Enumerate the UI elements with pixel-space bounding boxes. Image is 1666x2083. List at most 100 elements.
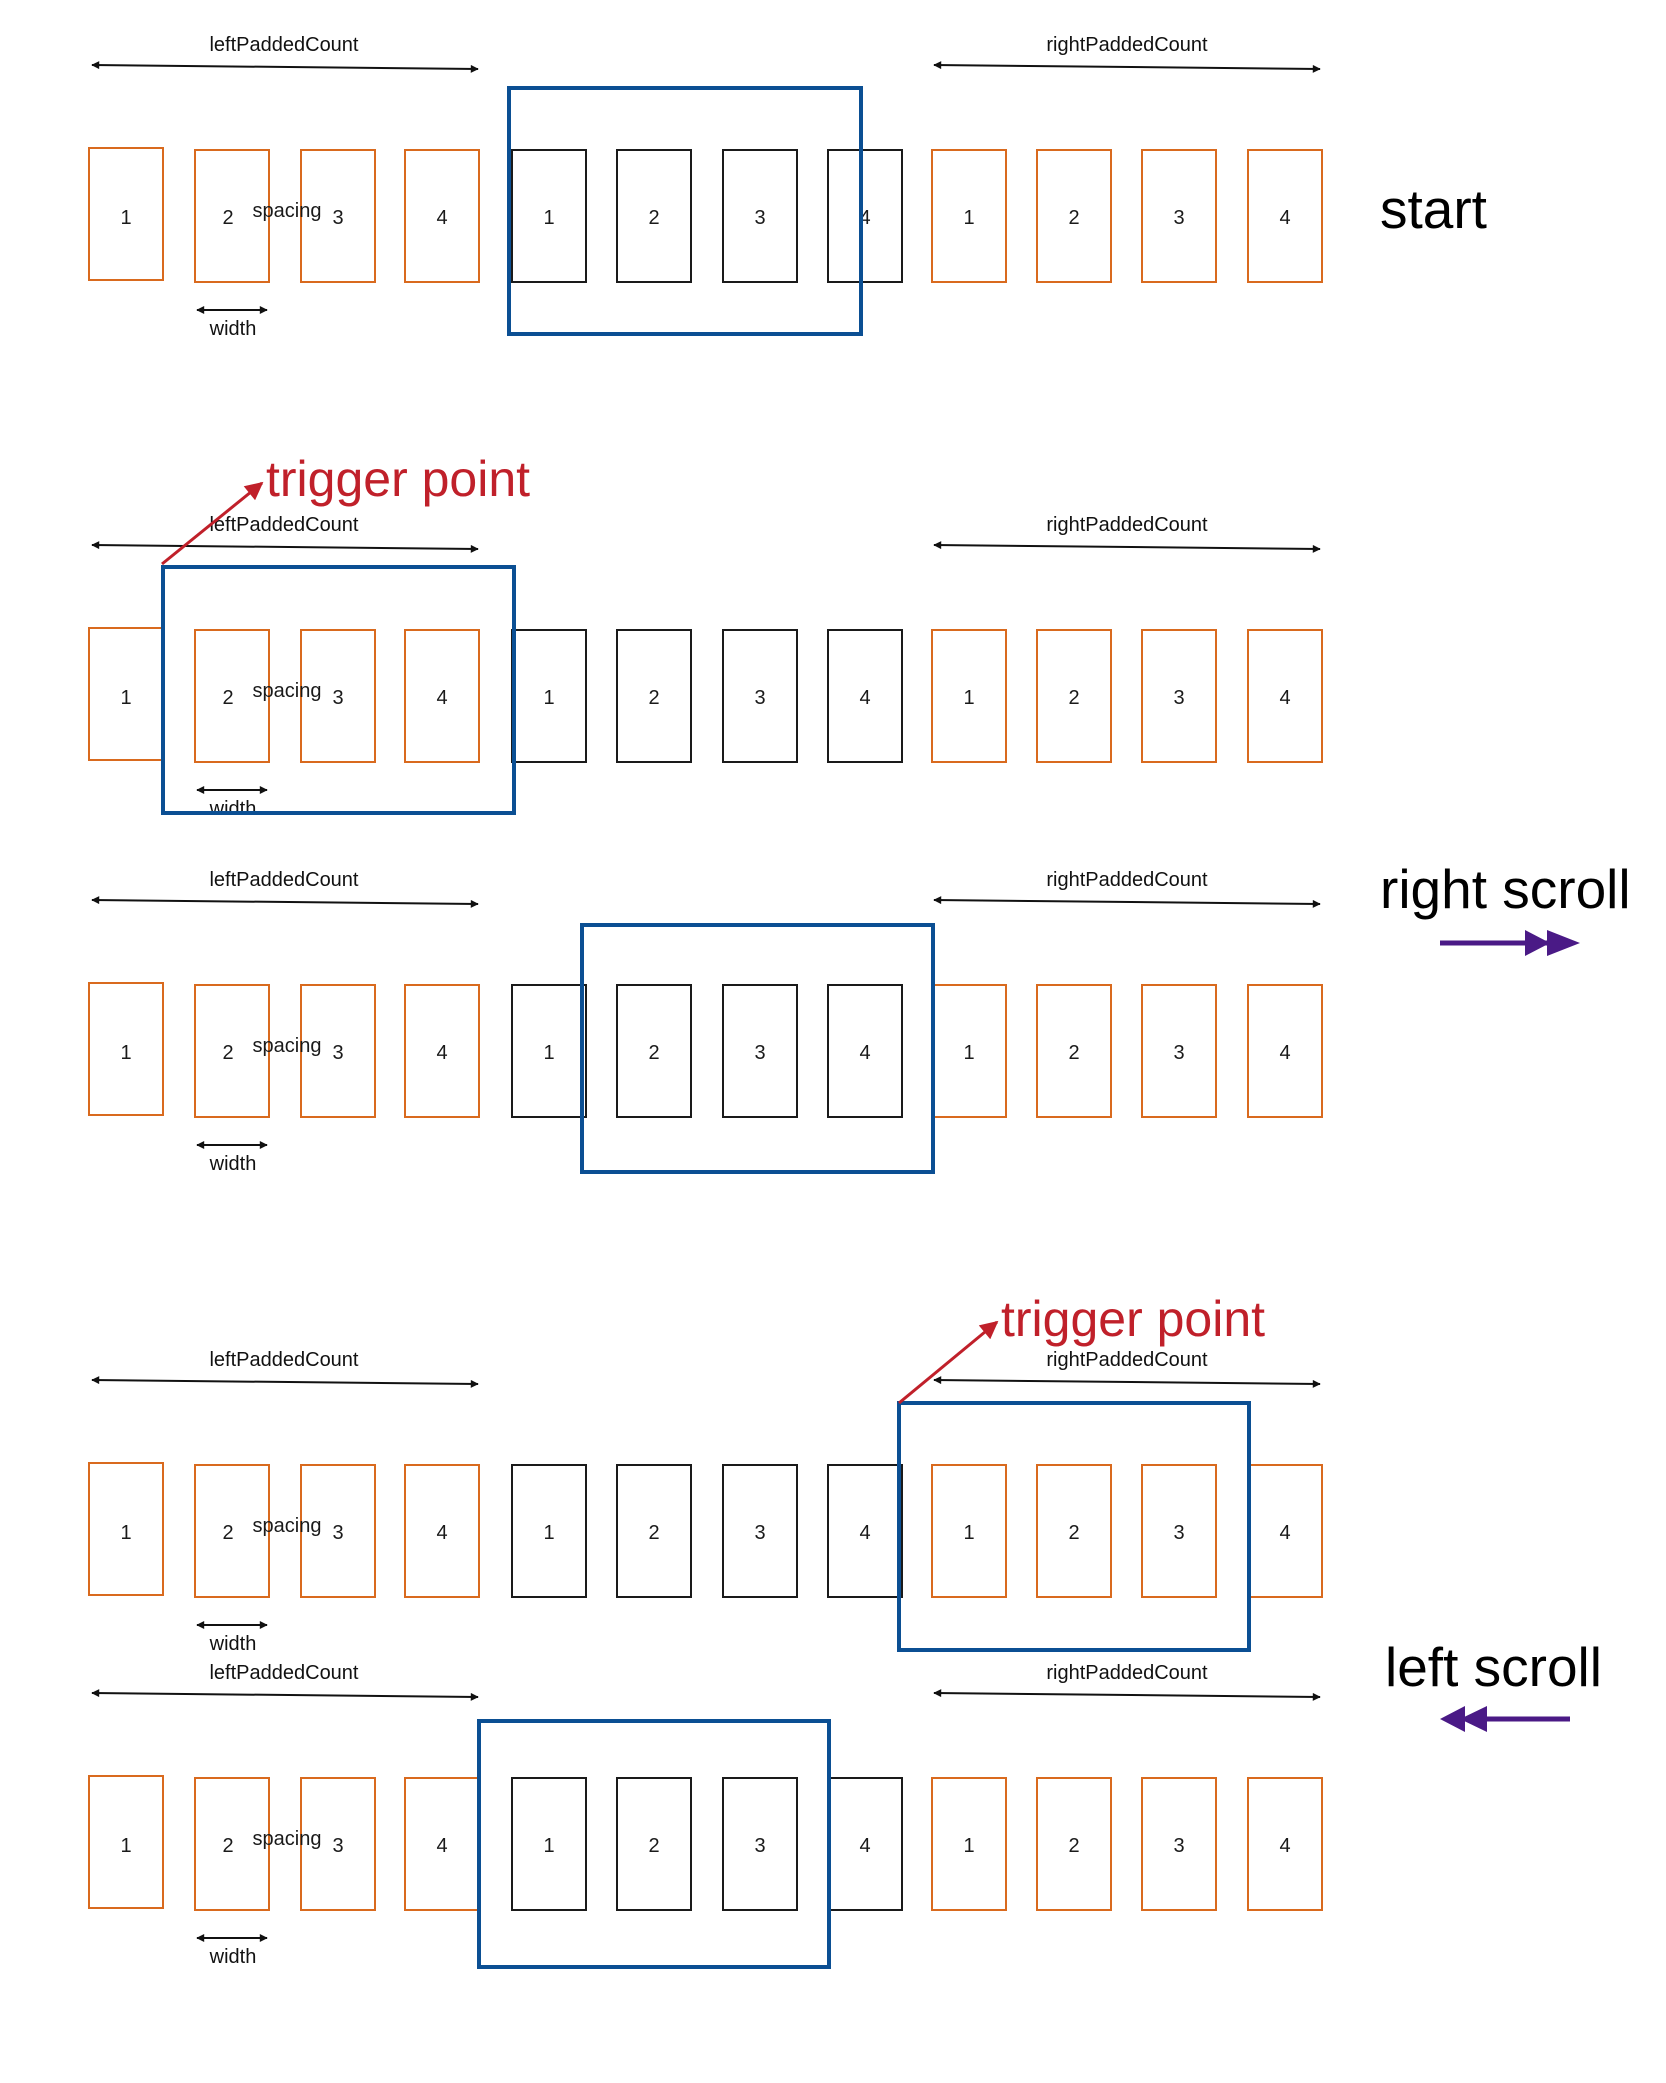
real-item: 4 <box>827 149 903 283</box>
item-number: 3 <box>1173 207 1184 229</box>
trigger-point-arrow <box>898 1320 999 1405</box>
real-item: 2 <box>616 1464 692 1598</box>
item-number: 1 <box>120 1042 131 1064</box>
real-item-box <box>616 984 692 1118</box>
left-padded-item-box <box>300 149 376 283</box>
left-padded-item-box <box>300 1777 376 1911</box>
real-item: 4 <box>827 629 903 763</box>
left-padded-item: 4 <box>404 149 480 283</box>
real-item-box <box>511 984 587 1118</box>
item-number: 3 <box>754 1522 765 1544</box>
real-item-box <box>511 1777 587 1911</box>
real-item-box <box>722 149 798 283</box>
width-label: width <box>209 1153 257 1175</box>
real-item-box <box>722 1464 798 1598</box>
real-item-box <box>722 984 798 1118</box>
right-padded-item: 2 <box>1036 1464 1112 1598</box>
right-padded-item-box <box>1036 984 1112 1118</box>
left-padded-item: 4 <box>404 1464 480 1598</box>
left-padded-item: 2 <box>194 629 270 763</box>
item-number: 1 <box>963 1042 974 1064</box>
width-label: width <box>209 798 257 820</box>
item-number: 2 <box>648 1522 659 1544</box>
right-padded-item: 3 <box>1141 1777 1217 1911</box>
right-padded-count-arrow <box>933 896 1321 908</box>
real-item: 1 <box>511 149 587 283</box>
left-padded-item-box <box>194 984 270 1118</box>
item-number: 2 <box>1068 687 1079 709</box>
side-label: right scroll <box>1380 858 1631 920</box>
real-item: 2 <box>616 1777 692 1911</box>
item-number: 2 <box>1068 1835 1079 1857</box>
right-padded-item-box <box>931 629 1007 763</box>
spacing-label: spacing <box>253 1035 322 1057</box>
item-number: 3 <box>332 1835 343 1857</box>
item-number: 3 <box>332 1042 343 1064</box>
real-item-box <box>616 1464 692 1598</box>
item-number: 4 <box>859 1042 870 1064</box>
left-padded-count-arrow <box>91 541 479 553</box>
viewport-frame <box>477 1719 831 1969</box>
item-number: 2 <box>1068 1042 1079 1064</box>
right-padded-count-label: rightPaddedCount <box>1046 1662 1208 1684</box>
item-number: 2 <box>648 1835 659 1857</box>
right-padded-count-label: rightPaddedCount <box>1046 869 1208 891</box>
left-padded-item-box <box>88 147 164 281</box>
right-padded-item: 4 <box>1247 984 1323 1118</box>
item-number: 1 <box>120 687 131 709</box>
trigger-point-label: trigger point <box>266 451 530 507</box>
left-padded-item: 3 <box>300 984 376 1118</box>
right-padded-item-box <box>1247 629 1323 763</box>
right-padded-item: 4 <box>1247 1777 1323 1911</box>
left-padded-item: 3 <box>300 149 376 283</box>
right-padded-item-box <box>931 1777 1007 1911</box>
left-padded-item-box <box>88 1462 164 1596</box>
item-number: 3 <box>1173 687 1184 709</box>
item-number: 1 <box>543 1522 554 1544</box>
left-padded-item: 2 <box>194 984 270 1118</box>
left-padded-count-label: leftPaddedCount <box>209 869 358 891</box>
right-padded-count-arrow <box>933 1376 1321 1388</box>
left-padded-item-box <box>194 1777 270 1911</box>
real-item-box <box>722 629 798 763</box>
left-padded-count-arrow <box>91 1689 479 1701</box>
real-item: 2 <box>616 629 692 763</box>
left-padded-count-label: leftPaddedCount <box>209 34 358 56</box>
item-number: 4 <box>859 687 870 709</box>
right-padded-item: 3 <box>1141 1464 1217 1598</box>
item-number: 1 <box>543 1042 554 1064</box>
right-padded-count-arrow <box>933 541 1321 553</box>
real-item: 1 <box>511 984 587 1118</box>
right-padded-item: 1 <box>931 149 1007 283</box>
item-number: 1 <box>963 687 974 709</box>
item-number: 4 <box>436 687 447 709</box>
right-padded-item: 2 <box>1036 984 1112 1118</box>
real-item-box <box>616 1777 692 1911</box>
item-number: 2 <box>648 1042 659 1064</box>
item-number: 2 <box>1068 207 1079 229</box>
left-padded-count-arrow <box>91 61 479 73</box>
right-padded-item: 4 <box>1247 149 1323 283</box>
left-padded-item-box <box>300 984 376 1118</box>
item-number: 1 <box>963 1835 974 1857</box>
right-padded-item-box <box>1247 1777 1323 1911</box>
real-item-box <box>722 1777 798 1911</box>
right-padded-item-box <box>931 149 1007 283</box>
item-number: 3 <box>754 207 765 229</box>
real-item: 1 <box>511 1464 587 1598</box>
real-item: 3 <box>722 984 798 1118</box>
item-number: 2 <box>222 1042 233 1064</box>
real-item-box <box>827 1464 903 1598</box>
right-padded-item: 4 <box>1247 1464 1323 1598</box>
viewport-frame <box>161 565 516 815</box>
left-padded-item-box <box>404 629 480 763</box>
right-padded-item: 1 <box>931 984 1007 1118</box>
real-item-box <box>616 149 692 283</box>
item-number: 2 <box>1068 1522 1079 1544</box>
item-number: 1 <box>963 207 974 229</box>
item-number: 2 <box>648 207 659 229</box>
left-padded-item: 4 <box>404 629 480 763</box>
